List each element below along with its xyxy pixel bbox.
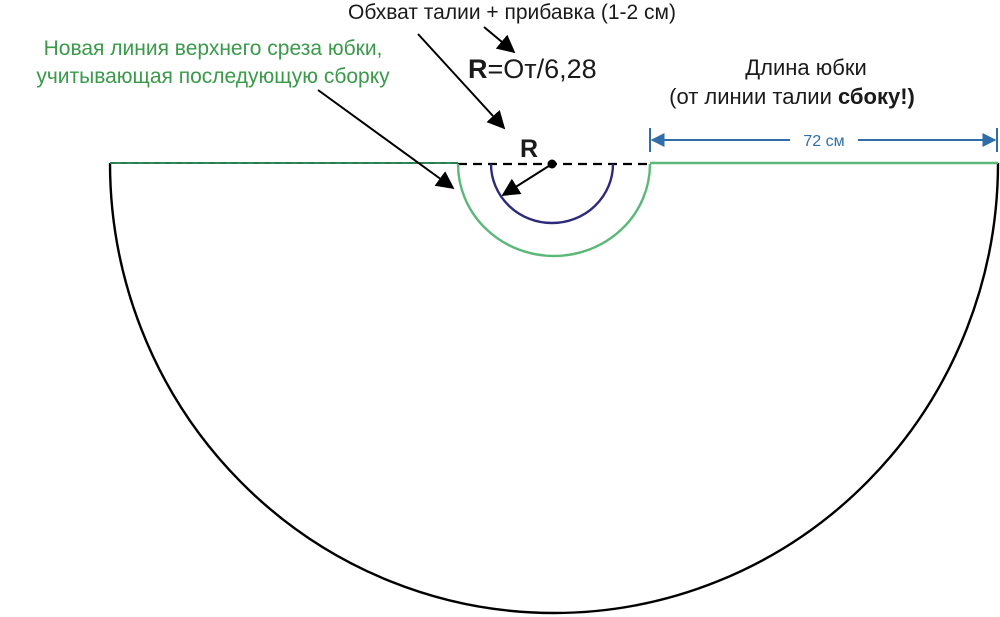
length-title: Длина юбки <box>745 55 867 80</box>
new-line-note-1: Новая линия верхнего среза юбки, <box>44 37 383 60</box>
length-sub-bold: сбоку!) <box>838 84 915 109</box>
new-line-arrow <box>317 89 455 190</box>
radius-marker-label: R <box>520 135 538 163</box>
formula-rest: =От/6,28 <box>488 54 597 84</box>
radius-line <box>501 163 553 196</box>
length-subtitle: (от линии талии сбоку!) <box>669 84 915 109</box>
new-line-note-2: учитывающая последующую сборку <box>36 65 390 88</box>
waist-note-arrow <box>483 26 516 54</box>
formula-r: R <box>468 54 488 84</box>
waist-note-text: Обхват талии + прибавка (1-2 см) <box>348 1 676 24</box>
dimension-value: 72 см <box>803 133 844 150</box>
waist-arc <box>489 163 615 225</box>
length-sub-prefix: (от линии талии <box>669 84 838 109</box>
formula-arrow <box>417 33 506 130</box>
hem-outline <box>108 162 1000 615</box>
new-upper-cut-arc <box>456 163 652 258</box>
radius-formula: R=От/6,28 <box>468 54 597 84</box>
